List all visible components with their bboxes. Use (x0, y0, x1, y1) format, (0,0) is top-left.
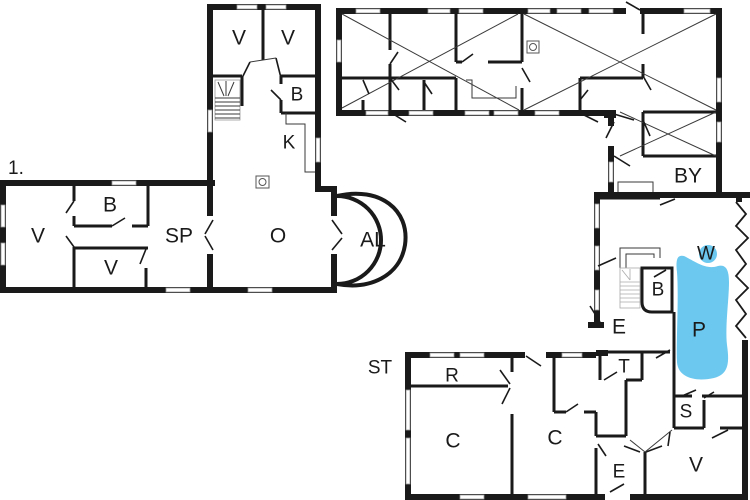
spiral-stairs-icon (619, 247, 661, 309)
room-label-e-south: E (612, 461, 626, 483)
room-label-b-west: B (102, 193, 118, 217)
room-label-t: T (618, 356, 630, 378)
room-label-b-east: B (651, 279, 665, 301)
room-label-v-north-2: V (280, 26, 296, 50)
room-label-by: BY (673, 164, 703, 188)
room-label-v-south: V (688, 453, 704, 477)
room-label-r: R (445, 365, 459, 387)
room-label-w: W (697, 243, 715, 265)
room-label-k: K (282, 132, 296, 154)
central-wing (204, 4, 343, 293)
room-label-st: ST (367, 357, 393, 379)
pool (676, 243, 729, 380)
stairs-icon (214, 79, 241, 121)
east-connector (604, 110, 722, 196)
room-label-al: AL (360, 228, 386, 252)
room-label-c-1: C (445, 429, 461, 453)
room-label-c-2: C (547, 426, 563, 450)
chimney-icon (526, 40, 540, 54)
room-label-p: P (691, 318, 707, 342)
room-label-v-north-1: V (231, 26, 247, 50)
room-label-o: O (269, 224, 287, 248)
room-label-b-north: B (290, 84, 304, 106)
room-label-s: S (679, 401, 693, 423)
south-wing (405, 352, 748, 500)
north-wing (336, 1, 722, 158)
west-wing (0, 180, 215, 293)
room-label-sp: SP (164, 224, 194, 248)
room-label-e-east: E (611, 315, 627, 339)
room-label-v-west: V (30, 224, 46, 248)
floor-number-label: 1. (8, 158, 24, 179)
al-bay (336, 191, 408, 288)
stove-icon (255, 175, 270, 189)
room-label-v-west-small: V (103, 256, 119, 280)
east-wing (588, 192, 750, 500)
